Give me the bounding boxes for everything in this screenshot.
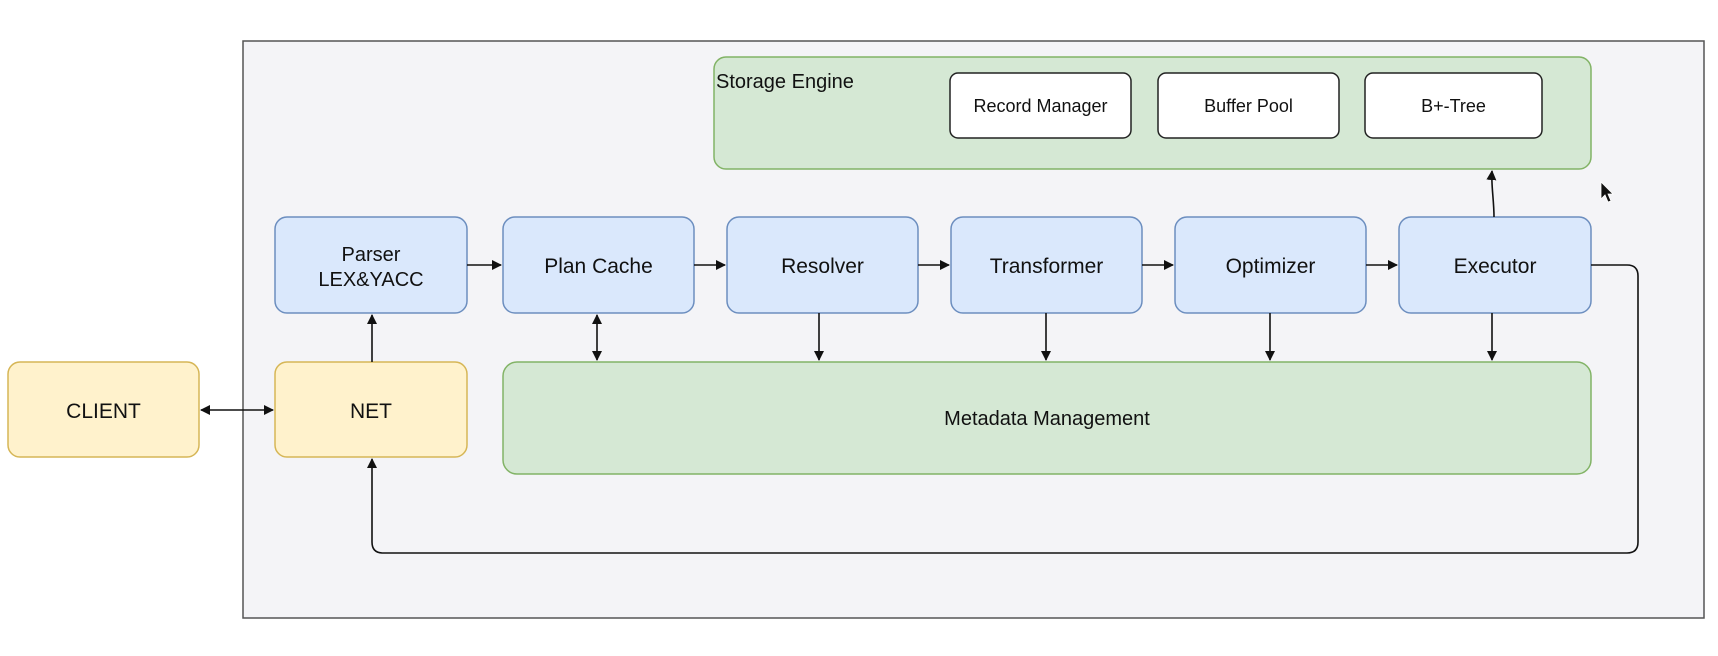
optimizer-node: Optimizer bbox=[1174, 216, 1367, 314]
bplus-tree-label: B+-Tree bbox=[1421, 96, 1486, 116]
resolver-node: Resolver bbox=[726, 216, 919, 314]
buffer-pool-label: Buffer Pool bbox=[1204, 96, 1293, 116]
plan-cache-node: Plan Cache bbox=[502, 216, 695, 314]
resolver-label: Resolver bbox=[781, 255, 864, 278]
executor-node: Executor bbox=[1398, 216, 1592, 314]
parser-node: Parser LEX&YACC bbox=[274, 216, 468, 314]
mouse-cursor-icon bbox=[1600, 181, 1614, 203]
executor-to-net-return-arrow bbox=[367, 264, 1639, 554]
transformer-label: Transformer bbox=[990, 255, 1104, 278]
connectors bbox=[200, 170, 1639, 554]
record-manager-node: Record Manager bbox=[949, 72, 1132, 139]
storage-engine-title: Storage Engine bbox=[716, 71, 854, 93]
metadata-management-label: Metadata Management bbox=[944, 408, 1150, 430]
parser-label: Parser bbox=[342, 244, 401, 266]
plan-cache-label: Plan Cache bbox=[544, 255, 653, 278]
optimizer-label: Optimizer bbox=[1226, 255, 1316, 278]
parser-sublabel: LEX&YACC bbox=[318, 269, 423, 291]
transformer-node: Transformer bbox=[950, 216, 1143, 314]
metadata-management-node: Metadata Management bbox=[502, 361, 1592, 475]
net-node: NET bbox=[274, 361, 468, 458]
client-label: CLIENT bbox=[66, 400, 141, 423]
bplus-tree-node: B+-Tree bbox=[1364, 72, 1543, 139]
executor-label: Executor bbox=[1454, 255, 1537, 278]
record-manager-label: Record Manager bbox=[973, 96, 1107, 116]
net-label: NET bbox=[350, 400, 392, 423]
executor-to-storage-engine-arrow bbox=[1486, 170, 1497, 218]
storage-engine-group: Storage Engine Record Manager Buffer Poo… bbox=[713, 56, 1592, 170]
client-node: CLIENT bbox=[7, 361, 200, 458]
buffer-pool-node: Buffer Pool bbox=[1157, 72, 1340, 139]
